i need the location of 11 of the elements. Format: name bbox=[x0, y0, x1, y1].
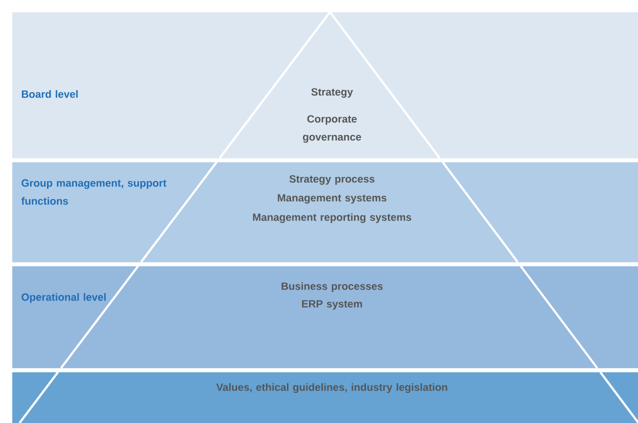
level-text: Strategy process bbox=[289, 175, 374, 185]
level-label: Board level bbox=[22, 90, 78, 98]
level-text: Business processes bbox=[282, 282, 383, 292]
level-text: Corporate governance bbox=[302, 115, 362, 143]
level-text: Management systems bbox=[278, 194, 386, 204]
level-label: Group management, support functions bbox=[21, 179, 166, 205]
level-text: Management reporting systems bbox=[253, 213, 412, 224]
level-text: Values, ethical guidelines, industry legislation bbox=[216, 383, 448, 394]
level-text: ERP system bbox=[302, 300, 362, 310]
level-label: Operational level bbox=[22, 293, 106, 303]
level-text: Strategy bbox=[311, 88, 353, 98]
